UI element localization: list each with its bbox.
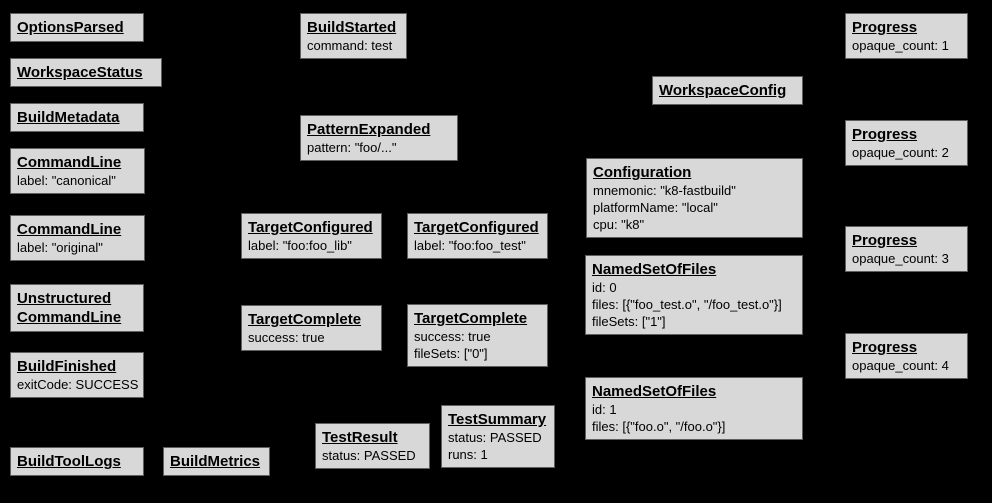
event-field: files: [{"foo.o", "/foo.o"}]	[592, 419, 726, 434]
event-title: BuildFinished	[17, 358, 117, 375]
event-box-build-finished: BuildFinished exitCode: SUCCESS	[10, 352, 144, 398]
event-box-configuration: Configuration mnemonic: "k8-fastbuild" pla…	[586, 158, 803, 238]
event-title: Progress	[852, 339, 918, 356]
event-field: mnemonic: "k8-fastbuild"	[593, 183, 736, 198]
event-field: id: 1	[592, 402, 617, 417]
event-field: exitCode: SUCCESS	[17, 377, 139, 392]
event-field: status: PASSED	[322, 448, 416, 463]
event-title: TargetConfigured	[248, 219, 373, 236]
event-title: BuildMetrics	[170, 453, 261, 470]
event-box-workspace-status: WorkspaceStatus	[10, 58, 162, 87]
event-field: command: test	[307, 38, 393, 53]
event-field: fileSets: ["1"]	[592, 314, 666, 329]
event-field: opaque_count: 1	[852, 38, 949, 53]
event-title: TestSummary	[448, 411, 547, 428]
event-field: id: 0	[592, 280, 617, 295]
event-field: label: "original"	[17, 240, 103, 255]
event-box-test-summary: TestSummary status: PASSED runs: 1	[441, 405, 555, 468]
event-title: CommandLine	[17, 154, 122, 171]
event-field: opaque_count: 2	[852, 145, 949, 160]
event-field: status: PASSED	[448, 430, 542, 445]
event-title: BuildToolLogs	[17, 453, 121, 470]
event-box-target-configured-test: TargetConfigured label: "foo:foo_test"	[407, 213, 548, 259]
event-title: NamedSetOfFiles	[592, 261, 717, 278]
event-title: CommandLine	[17, 221, 122, 238]
event-title: Configuration	[593, 164, 692, 181]
event-title: TestResult	[322, 429, 398, 446]
event-field: cpu: "k8"	[593, 217, 645, 232]
event-title: Unstructured CommandLine	[17, 290, 122, 326]
event-field: success: true	[414, 329, 491, 344]
event-box-pattern-expanded: PatternExpanded pattern: "foo/..."	[300, 115, 458, 161]
event-box-workspace-config: WorkspaceConfig	[652, 76, 803, 105]
event-box-progress-4: Progress opaque_count: 4	[845, 333, 968, 379]
event-box-build-metadata: BuildMetadata	[10, 103, 144, 132]
event-field: label: "canonical"	[17, 173, 116, 188]
event-title: OptionsParsed	[17, 19, 124, 36]
event-box-progress-1: Progress opaque_count: 1	[845, 13, 968, 59]
event-field: fileSets: ["0"]	[414, 346, 488, 361]
event-field: opaque_count: 4	[852, 358, 949, 373]
event-field: runs: 1	[448, 447, 488, 462]
event-field: label: "foo:foo_test"	[414, 238, 526, 253]
event-box-build-started: BuildStarted command: test	[300, 13, 407, 59]
event-title: Progress	[852, 232, 918, 249]
event-box-target-configured-lib: TargetConfigured label: "foo:foo_lib"	[241, 213, 382, 259]
event-title: TargetComplete	[248, 311, 362, 328]
event-box-unstructured-command-line: Unstructured CommandLine	[10, 284, 144, 332]
event-box-progress-3: Progress opaque_count: 3	[845, 226, 968, 272]
event-title: PatternExpanded	[307, 121, 431, 138]
event-field: success: true	[248, 330, 325, 345]
event-box-target-complete-test: TargetComplete success: true fileSets: ["0…	[407, 304, 548, 367]
event-title: Progress	[852, 19, 918, 36]
event-title: NamedSetOfFiles	[592, 383, 717, 400]
event-box-command-line-original: CommandLine label: "original"	[10, 215, 145, 261]
event-box-build-metrics: BuildMetrics	[163, 447, 270, 476]
event-title: WorkspaceConfig	[659, 82, 787, 99]
event-field: opaque_count: 3	[852, 251, 949, 266]
event-field: platformName: "local"	[593, 200, 718, 215]
event-field: pattern: "foo/..."	[307, 140, 397, 155]
event-title: BuildStarted	[307, 19, 397, 36]
event-title: WorkspaceStatus	[17, 64, 143, 81]
event-title: Progress	[852, 126, 918, 143]
event-box-named-set-of-files-0: NamedSetOfFiles id: 0 files: [{"foo_test.o…	[585, 255, 803, 335]
event-field: label: "foo:foo_lib"	[248, 238, 352, 253]
event-box-command-line-canonical: CommandLine label: "canonical"	[10, 148, 145, 194]
event-field: files: [{"foo_test.o", "/foo_test.o"}]	[592, 297, 782, 312]
event-box-progress-2: Progress opaque_count: 2	[845, 120, 968, 166]
event-box-target-complete-lib: TargetComplete success: true	[241, 305, 382, 351]
event-title: BuildMetadata	[17, 109, 120, 126]
event-box-named-set-of-files-1: NamedSetOfFiles id: 1 files: [{"foo.o", "/…	[585, 377, 803, 440]
event-title: TargetConfigured	[414, 219, 539, 236]
event-box-test-result: TestResult status: PASSED	[315, 423, 430, 469]
event-box-options-parsed: OptionsParsed	[10, 13, 144, 42]
event-box-build-tool-logs: BuildToolLogs	[10, 447, 144, 476]
event-title: TargetComplete	[414, 310, 528, 327]
